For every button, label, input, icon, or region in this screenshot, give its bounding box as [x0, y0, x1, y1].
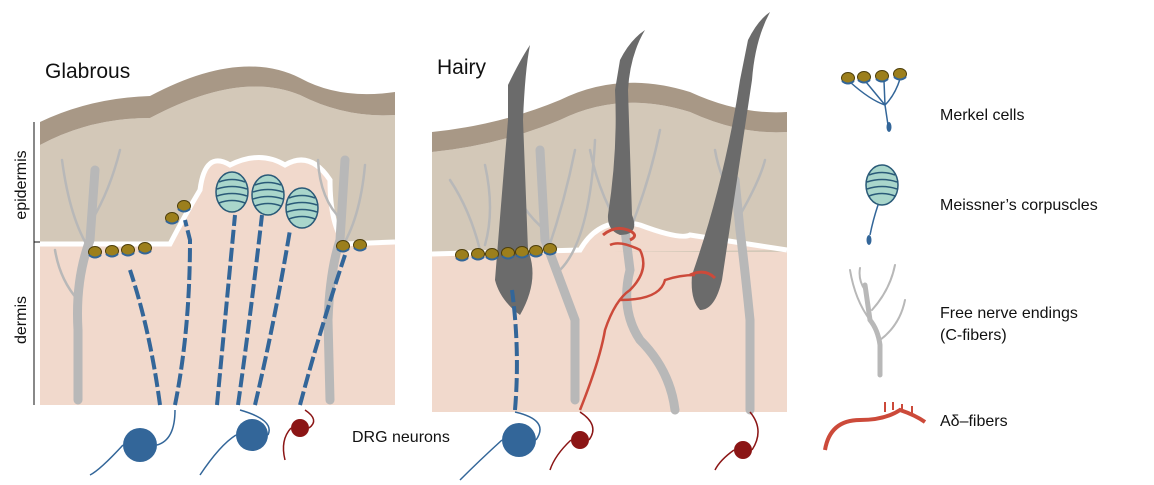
legend: Merkel cells Meissner’s corpuscles Free …: [825, 69, 1098, 451]
legend-a-delta-label: Aδ–fibers: [940, 413, 1008, 430]
legend-merkel-icon: [842, 69, 907, 133]
legend-meissner-icon: [866, 165, 898, 245]
epidermis-label: epidermis: [13, 150, 30, 219]
glabrous-drg-neurons: [90, 410, 314, 475]
hairy-dermis: [432, 252, 787, 412]
legend-merkel-label: Merkel cells: [940, 107, 1024, 124]
hairy-title: Hairy: [437, 56, 487, 79]
legend-free-nerve-label-2: (C-fibers): [940, 327, 1007, 344]
glabrous-title: Glabrous: [45, 60, 130, 83]
hairy-drg-neurons: [460, 412, 758, 480]
legend-meissner-label: Meissner’s corpuscles: [940, 197, 1098, 214]
drg-neurons-label: DRG neurons: [352, 429, 450, 446]
legend-free-nerve-icon: [850, 265, 905, 375]
legend-a-delta-icon: [825, 402, 925, 450]
glabrous-skin-panel: [40, 66, 395, 475]
legend-free-nerve-label-1: Free nerve endings: [940, 305, 1078, 322]
dermis-label: dermis: [13, 296, 30, 344]
hairy-skin-panel: [432, 12, 787, 480]
layer-bracket: [34, 122, 40, 405]
